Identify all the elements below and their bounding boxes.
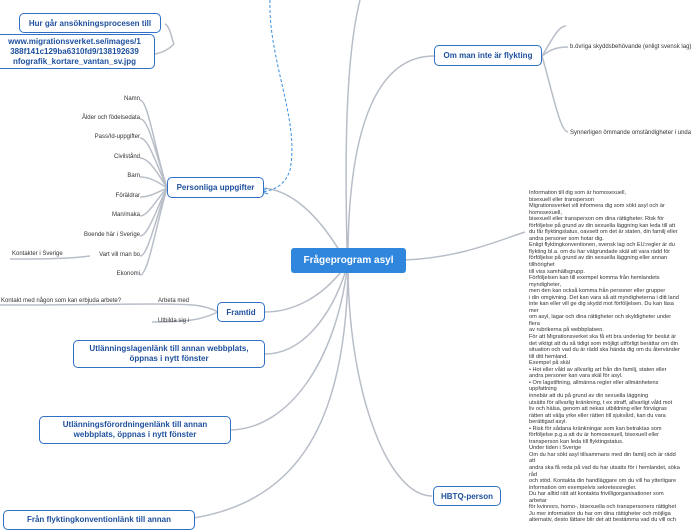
ej-flykting-box[interactable]: Om man inte är flykting — [434, 45, 542, 66]
image-url-line-1: www.migrationsverket.se/images/1 — [8, 36, 141, 46]
hbtq-text-line: andra personer kan vara skäl för asyl. — [529, 373, 623, 380]
hbtq-text-line: alternativ, desto lättare blir det att b… — [529, 517, 676, 524]
hbtq-text-line: transperson kan leda till flyktingstatus… — [529, 438, 624, 445]
hbtq-text-line: • Hot eller våld av allvarlig art från d… — [529, 366, 667, 373]
hbtq-text-line: att — [529, 458, 536, 465]
personal-item-boende: Boende här i Sverige — [83, 232, 140, 238]
personal-contacts: Kontakter i Sverige — [12, 251, 63, 257]
utlanningsforordningen-line-2: webbplats, öppnas i nytt fönster — [73, 430, 197, 439]
hbtq-text-line: i din omgivning. Det kan vara så att myn… — [529, 294, 679, 301]
hbtq-text-line: du får flyktingstatus, oavsett om det är… — [529, 229, 678, 236]
hbtq-text-line: innebär att du på grund av din sexuella … — [529, 392, 649, 399]
hbtq-text-line: mer — [529, 307, 539, 314]
image-url-box[interactable]: www.migrationsverket.se/images/1 388f141… — [0, 34, 155, 69]
hbtq-text-line: • Risk för sådana kränkningar som kan be… — [529, 425, 662, 432]
hbtq-text-line: Information till dig som är homosexuell, — [529, 190, 627, 196]
hbtq-text-line: till viss samhällsgrupp. — [529, 268, 585, 275]
hbtq-text-line: rätten att välja yrke eller rätten till … — [529, 412, 666, 419]
process-link-box[interactable]: Hur går ansökningsprocesen till — [19, 13, 161, 33]
hbtq-text-line: andra ska få reda på vad du har utsatts … — [529, 464, 680, 471]
utlanningslagen-line-1: Utlänningslagenlänk till annan webbplats… — [89, 344, 249, 353]
hbtq-text-line: tillhörighet — [529, 262, 555, 269]
image-url-line-2: 388f141c129ba6310fd9/138192639 — [10, 46, 139, 56]
image-url-line-3: nfografik_kortare_vantan_sv.jpg — [12, 56, 136, 66]
hbtq-text-line: andra personer som hotar dig. — [529, 235, 604, 242]
hbtq-text-line: Migrationsverket vill informera dig som … — [529, 203, 665, 210]
hbtq-text-line: inte kan eller vill ge dig skydd mot för… — [529, 301, 674, 308]
hbtq-text-line: homosexuell, — [529, 209, 562, 216]
personal-info-box[interactable]: Personliga uppgifter — [167, 177, 264, 198]
hbtq-box[interactable]: HBTQ-person — [433, 486, 501, 506]
utlanningsforordningen-line-1: Utlänningsförordningenlänk till annan — [62, 420, 208, 429]
personal-item-alder: Ålder och födelsedata — [81, 115, 140, 121]
hbtq-text-line: Om du har sökt asyl tillsammans med din … — [529, 451, 676, 458]
framtid-box[interactable]: Framtid — [217, 302, 265, 322]
personal-item-pass: Pass/Id-uppgifter — [94, 134, 140, 140]
hbtq-text-line: Under tiden i Sverige — [529, 445, 582, 452]
hbtq-text-line: råd — [529, 471, 538, 478]
flyktingkonvention-link-box[interactable]: Från flyktingkonventionlänk till annan — [3, 510, 195, 530]
hbtq-text-line: om asyl, lagar och dina rättigheter och … — [529, 314, 672, 321]
hbtq-text-line: det viktigt att du så tidigt som möjligt… — [529, 340, 678, 347]
personal-item-barn: Barn — [127, 173, 140, 179]
hbtq-text-line: Exempel på skäl — [529, 360, 571, 367]
hbtq-text-line: myndigheter, — [529, 281, 562, 288]
hbtq-text-line: bisexuell eller transperson — [529, 196, 594, 203]
hbtq-text-line: Enligt flyktingkonventionen, svensk lag … — [529, 242, 675, 249]
hbtq-text-line: uppfattning — [529, 386, 557, 393]
hbtq-text-line: situation och vad du är rädd ska hända d… — [529, 347, 680, 354]
hbtq-text-line: Förföljelsen kan till exempel komma från… — [529, 275, 660, 282]
hbtq-text-line: bisexuell eller transperson om dina rätt… — [529, 216, 664, 223]
utlanningsforordningen-link-box[interactable]: Utlänningsförordningenlänk till annan we… — [39, 416, 231, 444]
hbtq-text-line: För att Migrationsverket ska få ett bra … — [529, 334, 677, 341]
hbtq-text-line: av rubrikerna på webbplatsen. — [529, 327, 604, 334]
framtid-utbilda: Utbilda sig i — [158, 318, 190, 324]
personal-item-namn: Namn — [123, 96, 140, 102]
hbtq-text-line: men den kan också komma från personer el… — [529, 288, 666, 295]
hbtq-text-line: berättigad asyl. — [529, 419, 567, 426]
utlanningslagen-line-2: öppnas i nytt fönster — [129, 354, 209, 363]
personal-item-foraldrar: Föräldrar — [115, 193, 140, 199]
hbtq-text-line: flykting bl.a. om du har välgrundade skä… — [529, 248, 671, 255]
framtid-arbeta: Arbeta med — [158, 298, 190, 304]
hbtq-text-line: arbetar — [529, 497, 547, 504]
hbtq-text-line: Ju mer information du har om dina rättig… — [529, 510, 671, 517]
hbtq-text-line: förföljelse p.g.a att du är homosexuell,… — [529, 432, 659, 439]
hbtq-text-line: liv och hälsa, genom att nekas utbildnin… — [529, 406, 667, 413]
hbtq-text-line: till ditt hemland. — [529, 353, 568, 360]
hbtq-text-line: flera — [529, 320, 540, 327]
personal-item-ekonomi: Ekonomi — [116, 271, 140, 277]
hbtq-text-line: Du har alltid rätt att kontakta frivilli… — [529, 491, 664, 498]
personal-item-civilstand: Civilstånd — [113, 154, 140, 160]
hbtq-text-line: information om exempelvis sekretessregle… — [529, 484, 637, 491]
hbtq-text-line: förföljelse på grund av din sexuella läg… — [529, 222, 676, 229]
personal-item-man-maka: Man/maka — [111, 212, 140, 218]
hbtq-text-line: • Om lagstiftning, allmänna regler eller… — [529, 379, 659, 386]
personal-item-vart-bo: Vart vill man bo — [99, 252, 140, 258]
utlanningslagen-link-box[interactable]: Utlänningslagenlänk till annan webbplats… — [73, 340, 265, 368]
hbtq-text-line: och stöd. Kontakta din handläggare om du… — [529, 478, 677, 485]
ej-flykting-item-a: b.övriga skyddsbehövande (enligt svensk … — [570, 44, 692, 50]
framtid-kontakt: Kontakt med någon som kan erbjuda arbete… — [1, 298, 122, 304]
ej-flykting-item-b: Synnerligen ömmande omständigheter i und… — [570, 130, 692, 136]
root-node[interactable]: Frågeprogram asyl — [291, 248, 406, 273]
hbtq-info-text: Information till dig som är homosexuell,… — [529, 190, 696, 524]
hbtq-text-line: utsätts för allvarlig kränkning, t ex st… — [529, 399, 673, 406]
hbtq-text-line: för kvinnors, homo-, bisexuella och tran… — [529, 504, 677, 511]
hbtq-text-line: förföljelse på grund av din sexuella läg… — [529, 255, 668, 262]
